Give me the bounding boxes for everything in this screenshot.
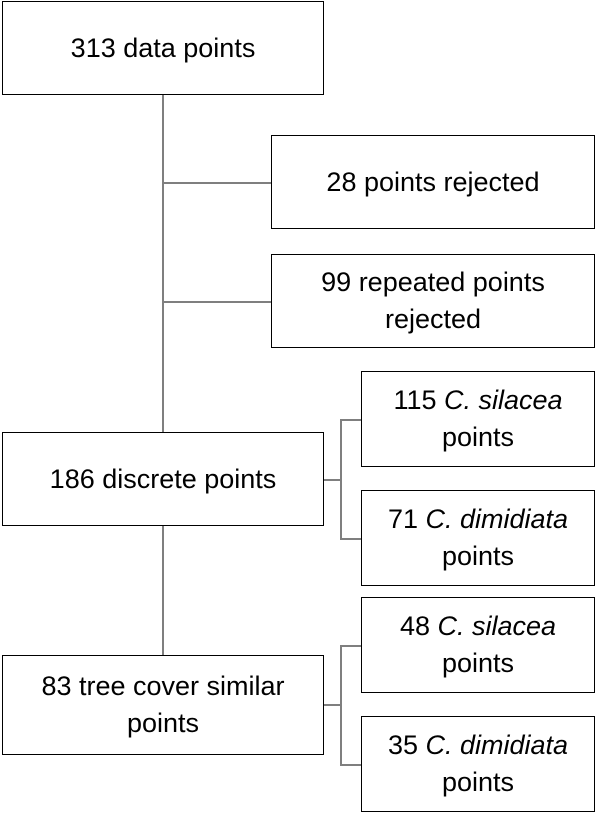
connector-tree-branch — [340, 645, 342, 764]
trunk-connector — [162, 95, 164, 655]
connector-to-discrete-silacea — [340, 419, 361, 421]
count-text: 115 — [393, 385, 437, 415]
unit-text: points — [441, 422, 515, 452]
connector-discrete-out — [323, 479, 340, 481]
species-name: C. silacea — [437, 611, 557, 641]
box-label: 28 points rejected — [326, 166, 540, 197]
box-label: 71 C. dimidiata points — [388, 501, 568, 575]
count-text: 35 — [387, 730, 418, 760]
connector-to-tree-silacea — [340, 645, 361, 647]
box-tree-silacea: 48 C. silacea points — [361, 597, 595, 693]
connector-to-discrete-dimidiata — [340, 538, 361, 540]
box-discrete-points: 186 discrete points — [2, 432, 324, 526]
box-label: 99 repeated points rejected — [321, 267, 545, 334]
box-label: 186 discrete points — [49, 463, 277, 494]
box-label: 115 C. silacea points — [393, 382, 562, 456]
box-label: 83 tree cover similar points — [41, 671, 285, 738]
box-label: 48 C. silacea points — [400, 608, 556, 682]
species-name: C. dimidiata — [425, 730, 569, 760]
connector-discrete-branch — [340, 419, 342, 538]
count-text: 48 — [399, 611, 430, 641]
unit-text: points — [441, 767, 515, 797]
box-tree-cover-similar-points: 83 tree cover similar points — [2, 655, 324, 755]
connector-to-rejected — [162, 182, 271, 184]
connector-tree-out — [323, 704, 340, 706]
box-discrete-dimidiata: 71 C. dimidiata points — [361, 490, 595, 586]
box-repeated-points-rejected: 99 repeated points rejected — [271, 254, 595, 348]
box-discrete-silacea: 115 C. silacea points — [361, 371, 595, 467]
connector-to-tree-dimidiata — [340, 764, 361, 766]
box-points-rejected: 28 points rejected — [271, 135, 595, 229]
species-name: C. silacea — [444, 385, 563, 415]
species-name: C. dimidiata — [425, 504, 569, 534]
connector-to-repeated — [162, 301, 271, 303]
unit-text: points — [441, 541, 515, 571]
box-label: 313 data points — [70, 32, 256, 63]
box-tree-dimidiata: 35 C. dimidiata points — [361, 716, 595, 812]
box-total-data-points: 313 data points — [2, 1, 324, 95]
count-text: 71 — [387, 504, 418, 534]
unit-text: points — [441, 648, 515, 678]
box-label: 35 C. dimidiata points — [388, 727, 568, 801]
